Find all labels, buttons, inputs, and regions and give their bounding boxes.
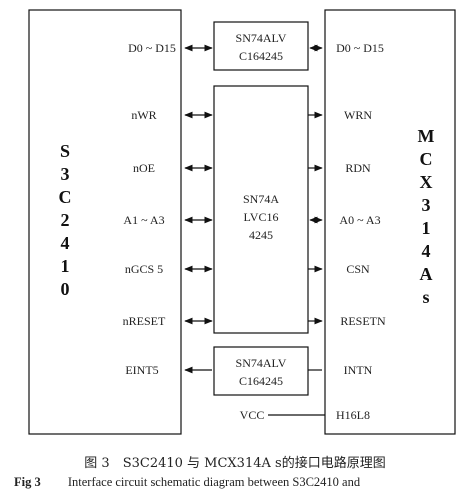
bottom-buffer-label-2: C164245 [239,374,283,388]
signal-left-ngcs5: nGCS 5 [125,262,163,276]
signal-left-nreset: nRESET [123,314,166,328]
mcx314as-name-1: C [420,149,433,169]
mcx314as-name-6: A [420,264,433,284]
figure-label: Fig 3 [14,475,41,489]
top-buffer-box [213,21,309,71]
bottom-buffer-label-1: SN74ALV [236,356,287,370]
signal-right-wrn: WRN [344,108,372,122]
s3c2410-name-4: 4 [61,233,70,253]
figure-caption-en: Fig 3 Interface circuit schematic diagra… [14,475,464,490]
signal-right-d0-d15: D0 ~ D15 [336,41,384,55]
signal-left-eint5: EINT5 [125,363,158,377]
figure-caption-en-text: Interface circuit schematic diagram betw… [67,475,361,489]
signal-right-resetn: RESETN [340,314,386,328]
mcx314as-chip [324,9,456,435]
signal-left-nwr: nWR [131,108,156,122]
signal-right-a0-a3: A0 ~ A3 [339,213,380,227]
s3c2410-name-5: 1 [61,256,70,276]
s3c2410-chip [28,9,182,435]
s3c2410-name-0: S [60,141,70,161]
s3c2410-name-6: 0 [61,279,70,299]
vcc-label: VCC [240,408,265,422]
signal-right-intn: INTN [344,363,373,377]
mcx314as-name-2: X [420,172,433,192]
s3c2410-name-2: C [59,187,72,207]
s3c2410-name-1: 3 [61,164,70,184]
top-buffer-label-1: SN74ALV [236,31,287,45]
h16l8-label: H16L8 [336,408,370,422]
mcx314as-name-3: 3 [422,195,431,215]
top-buffer-label-2: C164245 [239,49,283,63]
signal-right-csn: CSN [346,262,370,276]
bottom-buffer-box [213,346,309,396]
mcx314as-name-5: 4 [422,241,431,261]
signal-left-d0-d15: D0 ~ D15 [128,41,176,55]
signal-left-noe: nOE [133,161,155,175]
mcx314as-name-4: 1 [422,218,431,238]
s3c2410-name-3: 2 [61,210,70,230]
mcx314as-name-0: M [418,126,435,146]
mid-buffer-label-3: 4245 [249,228,273,242]
figure-caption-cn: 图 3 S3C2410 与 MCX314A s的接口电路原理图 [84,456,386,471]
mid-buffer-box [213,85,309,334]
signal-right-rdn: RDN [345,161,371,175]
mid-buffer-label-1: SN74A [243,192,279,206]
mcx314as-name-7: s [422,287,429,307]
mid-buffer-label-2: LVC16 [244,210,279,224]
signal-left-a1-a3: A1 ~ A3 [123,213,164,227]
